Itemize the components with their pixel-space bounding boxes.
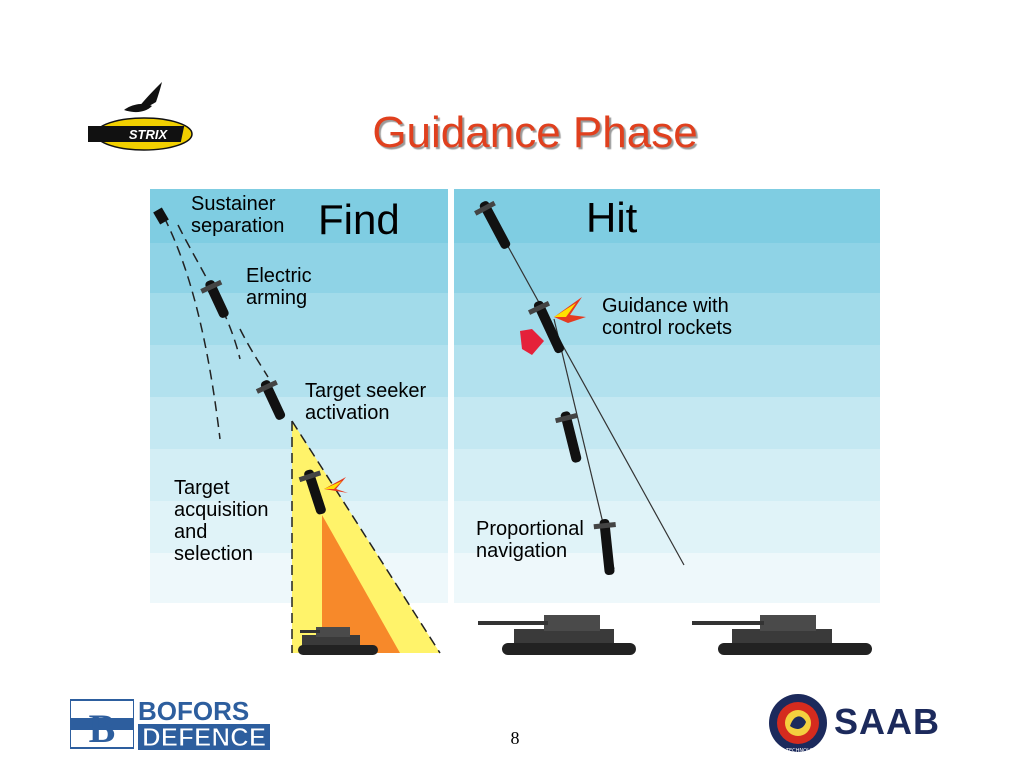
label-guidance-control-rockets: Guidance with control rockets <box>602 295 733 339</box>
label-target-acquisition: Target acquisition and selection <box>174 477 269 565</box>
saab-seal-text: SAAB TECHNOLOGIES <box>771 748 826 754</box>
missile-arming <box>200 279 229 318</box>
bofors-defence-logo: B BOFORS DEFENCE <box>70 696 271 751</box>
target-tank-hit-right <box>692 615 872 655</box>
hit-panel <box>454 189 880 655</box>
bofors-emblem-icon: B <box>70 699 134 750</box>
find-panel <box>150 189 448 655</box>
saab-seal-icon: SAAB TECHNOLOGIES <box>769 694 827 754</box>
defence-text: DEFENCE <box>138 724 271 751</box>
label-proportional-navigation: Proportional navigation <box>476 518 584 562</box>
saab-text: SAAB <box>834 701 941 742</box>
missile-proportional-mid <box>555 411 582 463</box>
target-tank-find <box>298 627 378 655</box>
slide-title: Guidance Phase <box>372 108 698 157</box>
bofors-text: BOFORS <box>138 696 250 726</box>
missile-proportional-low <box>593 519 616 575</box>
missile-seeker-activation <box>255 379 286 420</box>
target-tank-hit-left <box>478 615 636 655</box>
strix-logo-text: STRIX <box>129 127 169 142</box>
label-electric-arming: Electric arming <box>246 265 312 309</box>
label-target-seeker-activation: Target seeker activation <box>305 380 427 424</box>
missile-hit-top <box>474 200 511 249</box>
page-number: 8 <box>510 728 520 748</box>
svg-text:B: B <box>89 706 116 750</box>
saab-logo: SAAB TECHNOLOGIES SAAB <box>768 692 958 754</box>
missile-separation <box>153 207 169 225</box>
hit-heading: Hit <box>586 194 638 241</box>
missile-guidance-rockets <box>520 297 586 355</box>
find-heading: Find <box>318 196 400 243</box>
strix-logo: STRIX <box>88 82 193 151</box>
missile-acquisition <box>298 469 348 515</box>
label-sustainer-separation: Sustainer separation <box>191 193 285 237</box>
